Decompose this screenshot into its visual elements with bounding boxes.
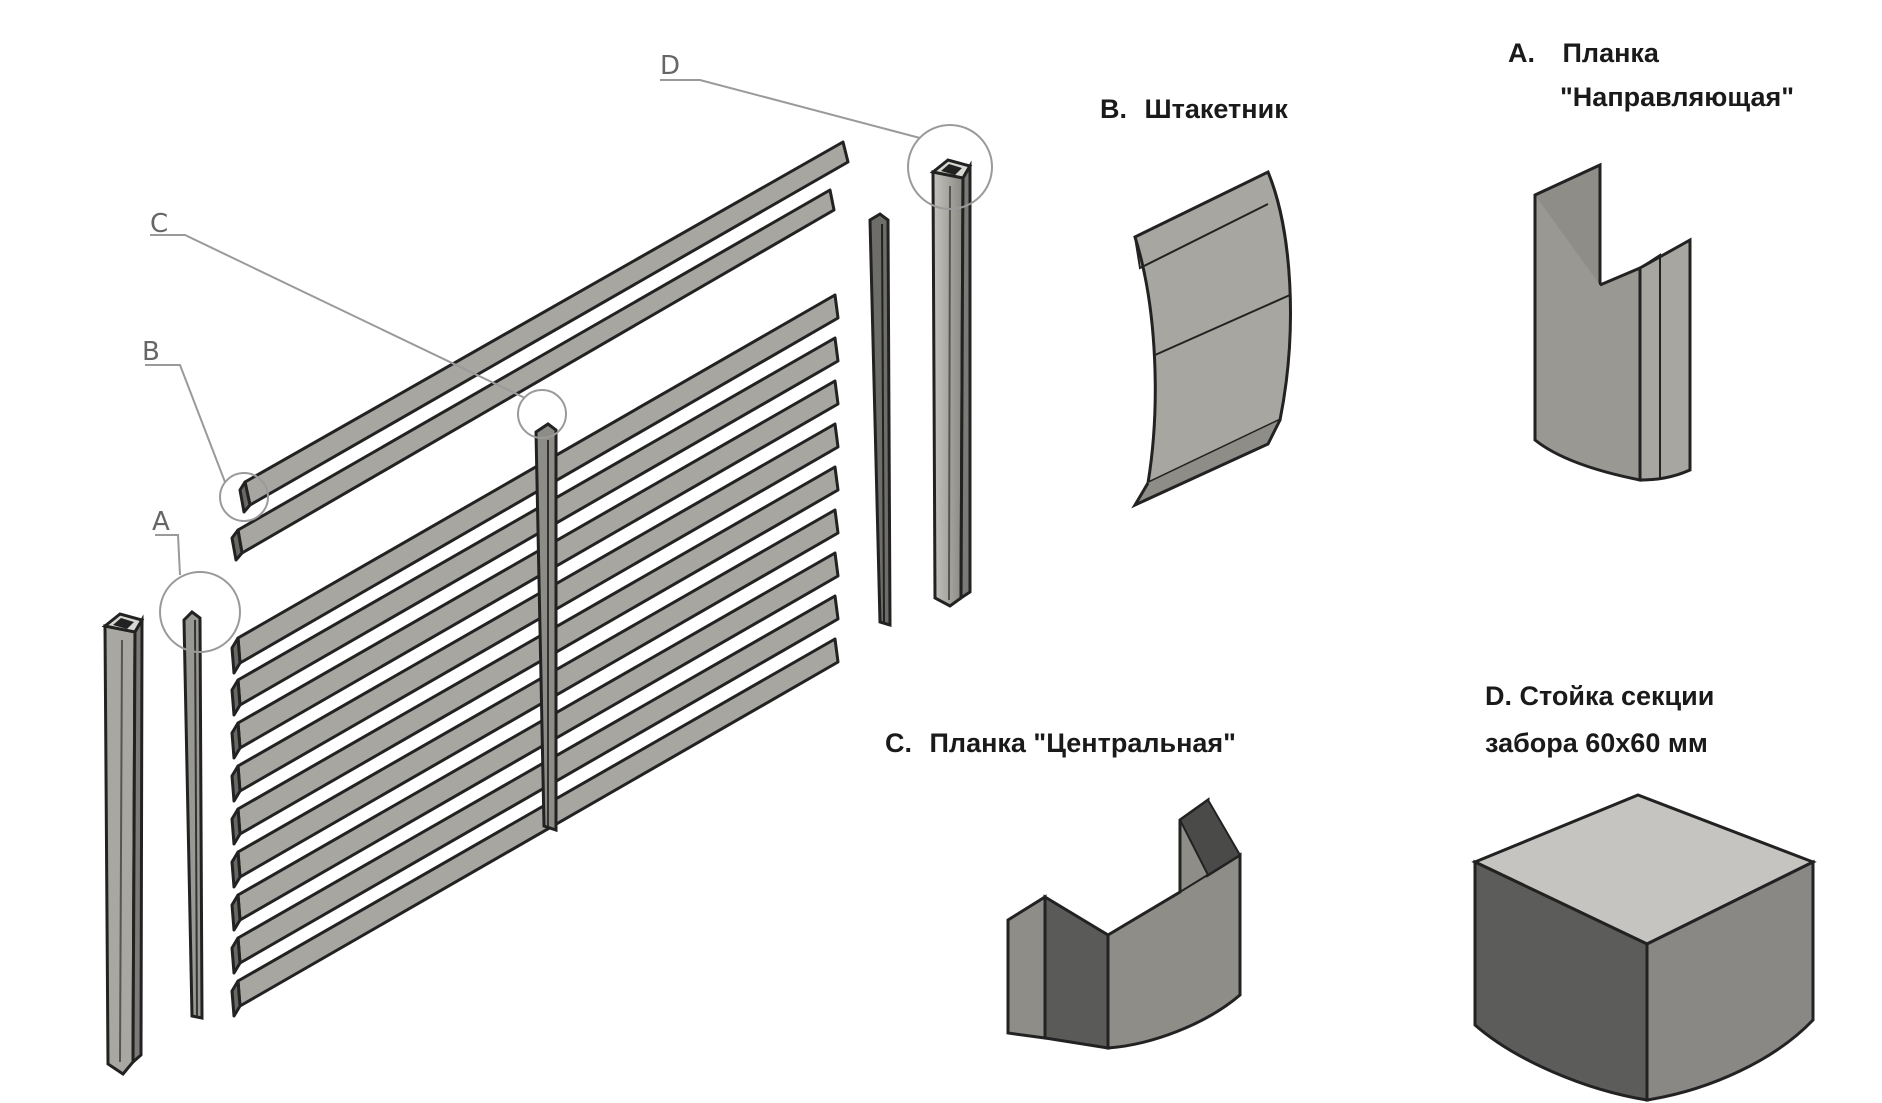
detail-d-post: D. Стойка секции забора 60x60 мм	[1471, 681, 1817, 1102]
top-rail	[230, 140, 850, 562]
detail-a-letter: A.	[1508, 38, 1535, 68]
callout-label-d: D	[660, 51, 680, 81]
callout-leaders	[145, 79, 993, 653]
detail-a-title-line1: A. Планка	[1508, 38, 1660, 68]
callout-label-a: A	[152, 507, 170, 537]
detail-c-title: C. Планка "Центральная"	[885, 728, 1236, 758]
detail-b-letter: B.	[1100, 94, 1127, 124]
central-strip	[534, 422, 558, 833]
picket-slats	[230, 293, 840, 1018]
right-post	[929, 158, 973, 608]
exploded-fence-view: A B C D	[101, 51, 993, 1076]
callout-label-b: B	[142, 337, 160, 367]
detail-c-central: C. Планка "Центральная"	[885, 728, 1242, 1050]
detail-b-picket: B. Штакетник	[1100, 94, 1292, 509]
detail-c-letter: C.	[885, 728, 912, 758]
detail-c-name: Планка "Центральная"	[930, 728, 1236, 758]
detail-d-title-line2: забора 60x60 мм	[1485, 728, 1708, 758]
detail-b-title: B. Штакетник	[1100, 94, 1288, 124]
right-guide-strip	[868, 212, 892, 628]
detail-a-guide: A. Планка "Направляющая"	[1508, 38, 1794, 482]
callout-label-c: C	[150, 209, 168, 239]
left-guide-strip	[182, 610, 204, 1020]
detail-d-title-line1: D. Стойка секции	[1485, 681, 1714, 711]
detail-a-name-line1: Планка	[1563, 38, 1660, 68]
detail-b-name: Штакетник	[1145, 94, 1289, 124]
left-post	[101, 612, 145, 1076]
detail-a-title-line2: "Направляющая"	[1560, 82, 1794, 112]
